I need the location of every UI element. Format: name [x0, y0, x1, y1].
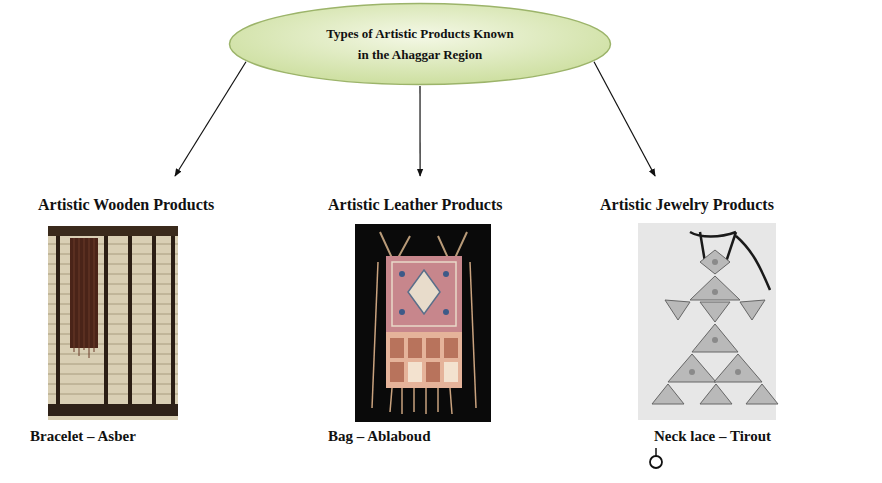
- product-caption: Bag – Ablaboud: [328, 428, 431, 445]
- category-heading: Artistic Wooden Products: [38, 196, 214, 214]
- product-column: Artistic Jewelry ProductsNeck lace – Tir…: [596, 176, 818, 448]
- pointer-mark: [650, 448, 662, 468]
- bag-photo: [355, 224, 491, 422]
- product-caption: Bracelet – Asber: [30, 428, 136, 445]
- title-text: Types of Artistic Products Known in the …: [320, 23, 520, 65]
- arrow-connector: [594, 62, 655, 176]
- product-column: Artistic Wooden ProductsBracelet – Asber: [30, 176, 270, 448]
- bracelet-photo: [48, 226, 178, 420]
- product-column: Artistic Leather ProductsBag – Ablaboud: [320, 176, 550, 448]
- arrow-connector: [419, 86, 420, 176]
- product-caption: Neck lace – Tirout: [654, 428, 771, 445]
- ellipse-outline: [228, 2, 612, 86]
- title-ellipse: Types of Artistic Products Known in the …: [228, 2, 612, 86]
- arrow-connector: [175, 62, 246, 176]
- category-heading: Artistic Leather Products: [328, 196, 502, 214]
- necklace-photo: [638, 223, 778, 420]
- category-heading: Artistic Jewelry Products: [600, 196, 774, 214]
- ellipse-shape: [230, 4, 611, 85]
